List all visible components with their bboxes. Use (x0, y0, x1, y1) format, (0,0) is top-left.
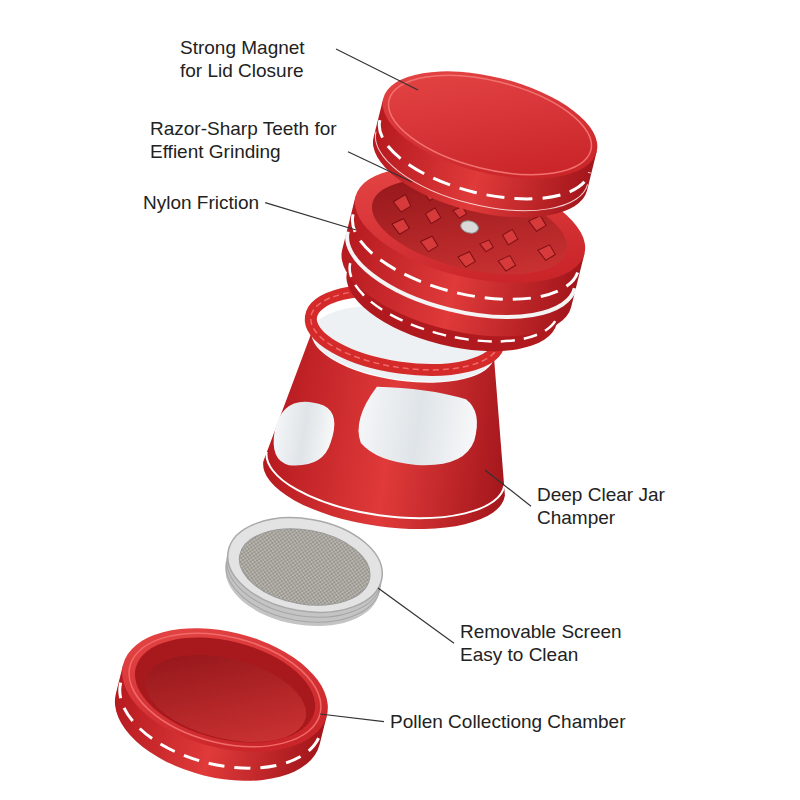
part-label: Strong Magnet for Lid Closure (180, 36, 330, 82)
leader-line (265, 203, 356, 230)
part-label: Deep Clear Jar Champer (537, 483, 689, 529)
part-label: Nylon Friction (143, 191, 259, 214)
part-label: Razor-Sharp Teeth for Effient Grinding (150, 117, 342, 163)
screen (218, 506, 390, 637)
leader-line (485, 470, 531, 506)
pollen-chamber (102, 608, 341, 800)
leader-line (378, 588, 454, 643)
leader-line (320, 714, 384, 722)
part-label: Removable Screen Easy to Clean (460, 620, 646, 666)
leader-line (348, 152, 412, 182)
lid (362, 52, 608, 237)
leader-line (336, 49, 418, 90)
part-label: Pollen Collectiong Chamber (390, 710, 626, 733)
